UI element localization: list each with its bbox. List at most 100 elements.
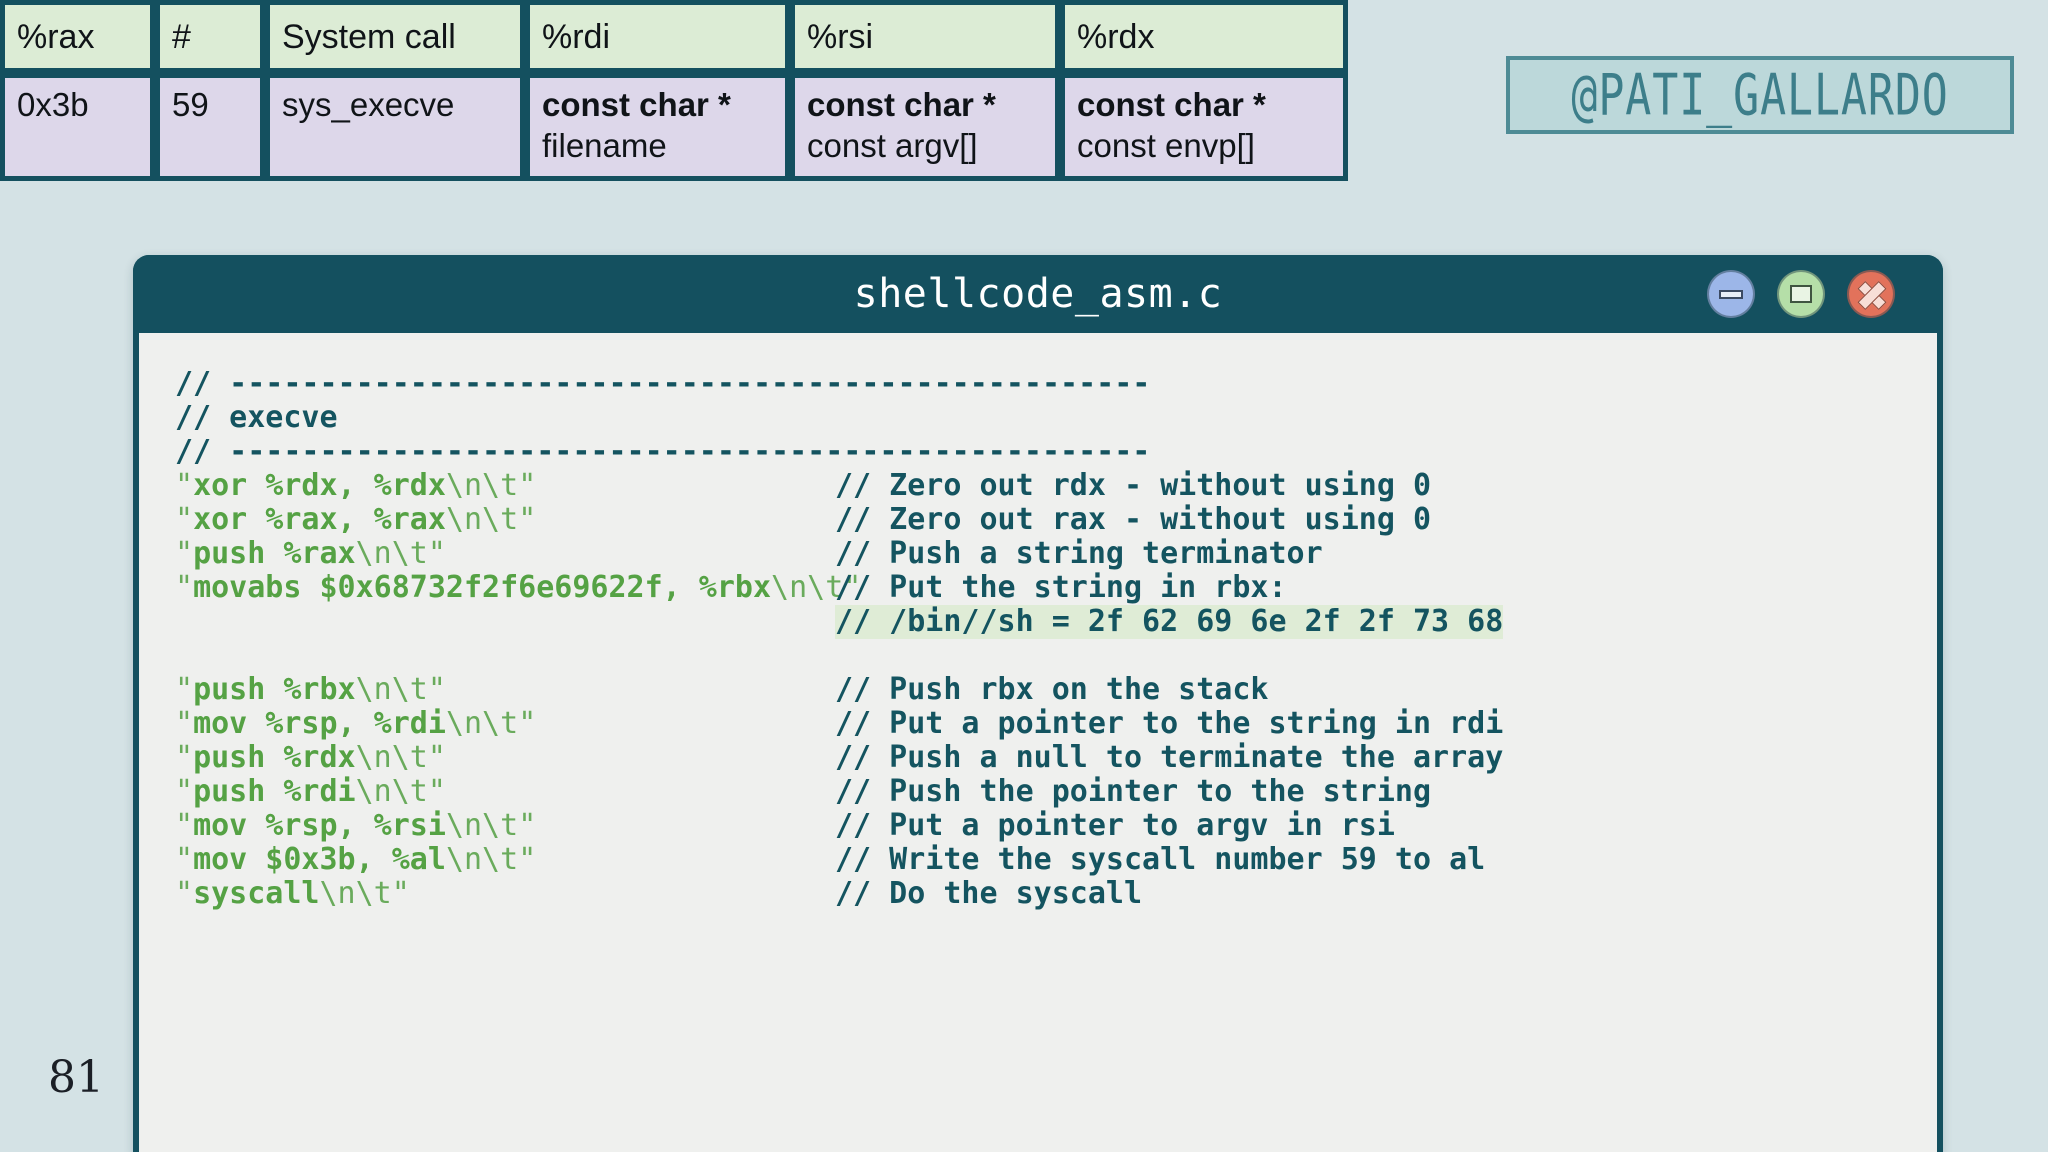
code-line [175, 639, 1937, 673]
string-quote-open: " [175, 536, 194, 571]
asm-instruction: syscall [193, 876, 320, 911]
column-header-rsi: %rsi [790, 0, 1060, 73]
code-window: shellcode_asm.c // ---------------------… [133, 255, 1943, 1152]
asm-code-cell [175, 639, 835, 673]
minimize-glyph [1719, 289, 1743, 299]
string-quote-open: " [175, 876, 194, 911]
cell-rdx-param: const char * const envp[] [1060, 73, 1348, 181]
string-quote-open: " [175, 842, 194, 877]
asm-comment-cell: // Zero out rdx - without using 0 [835, 468, 1432, 503]
table-header-row: %rax # System call %rdi %rsi %rdx [0, 0, 1348, 73]
cell-rdi-param: const char * filename [525, 73, 790, 181]
asm-comment-cell: // Push a null to terminate the array [835, 740, 1504, 775]
asm-comment-cell: // Push the pointer to the string [835, 774, 1432, 809]
asm-instruction: mov %rsp, %rdi [193, 706, 446, 741]
string-quote-open: " [175, 808, 194, 843]
asm-comment-cell: // Push a string terminator [835, 536, 1323, 571]
column-header-syscall: System call [265, 0, 525, 73]
asm-instruction: push %rbx [193, 672, 356, 707]
string-escape: \n\t [445, 706, 519, 741]
code-line: "push %rax\n\t"// Push a string terminat… [175, 537, 1937, 571]
string-quote-open: " [175, 774, 194, 809]
author-handle-text: @PATI_GALLARDO [1571, 61, 1949, 129]
asm-code-cell [175, 605, 835, 639]
maximize-icon[interactable] [1777, 270, 1825, 318]
string-escape: \n\t [771, 570, 844, 605]
column-header-rax: %rax [0, 0, 155, 73]
asm-code-cell: "push %rdi\n\t" [175, 775, 835, 809]
rdi-param-type: const char * [542, 86, 731, 123]
window-controls [1707, 270, 1895, 318]
asm-comment-cell: // Put the string in rbx: [835, 570, 1287, 605]
asm-comment-cell: // Write the syscall number 59 to al [835, 842, 1486, 877]
asm-code-cell: "movabs $0x68732f2f6e69622f, %rbx\n\t" [175, 570, 861, 605]
maximize-glyph [1790, 285, 1812, 303]
string-quote-close: " [843, 570, 862, 605]
string-quote-open: " [175, 502, 194, 537]
asm-comment-cell: // Do the syscall [835, 876, 1143, 911]
close-icon[interactable] [1847, 270, 1895, 318]
asm-comment-cell: // Push rbx on the stack [835, 672, 1269, 707]
code-line: "push %rdi\n\t"// Push the pointer to th… [175, 775, 1937, 809]
string-quote-close: " [427, 740, 446, 775]
asm-code-cell: "syscall\n\t" [175, 877, 835, 911]
asm-instruction: movabs $0x68732f2f6e69622f, %rbx [193, 570, 772, 605]
comment-rule-top: // -------------------------------------… [175, 366, 1151, 401]
comment-rule-bottom: // -------------------------------------… [175, 434, 1151, 469]
asm-code-cell: "mov $0x3b, %al\n\t" [175, 843, 835, 877]
asm-instruction: mov %rsp, %rsi [193, 808, 446, 843]
asm-comment-cell: // Zero out rax - without using 0 [835, 502, 1432, 537]
page-number: 81 [48, 1052, 104, 1103]
rsi-param-name: const argv[] [807, 126, 978, 164]
asm-instruction: mov $0x3b, %al [193, 842, 446, 877]
code-line-title: // execve [175, 401, 1937, 435]
string-quote-close: " [518, 502, 537, 537]
string-quote-close: " [427, 672, 446, 707]
window-titlebar[interactable]: shellcode_asm.c [133, 255, 1943, 333]
column-header-rdx: %rdx [1060, 0, 1348, 73]
column-header-rdi: %rdi [525, 0, 790, 73]
rdx-param-name: const envp[] [1077, 126, 1255, 164]
asm-instruction: xor %rax, %rax [193, 502, 446, 537]
string-quote-close: " [518, 808, 537, 843]
asm-code-cell: "xor %rdx, %rdx\n\t" [175, 469, 835, 503]
string-quote-close: " [427, 774, 446, 809]
asm-instruction: push %rdi [193, 774, 356, 809]
string-quote-close: " [518, 706, 537, 741]
asm-code-cell: "mov %rsp, %rsi\n\t" [175, 809, 835, 843]
code-line: // /bin//sh = 2f 62 69 6e 2f 2f 73 68 [175, 605, 1937, 639]
code-line: "push %rbx\n\t"// Push rbx on the stack [175, 673, 1937, 707]
code-editor-body[interactable]: // -------------------------------------… [139, 333, 1937, 1152]
asm-instruction: xor %rdx, %rdx [193, 468, 446, 503]
string-quote-open: " [175, 672, 194, 707]
asm-instruction: push %rdx [193, 740, 356, 775]
cell-syscall-name: sys_execve [265, 73, 525, 181]
asm-code-cell: "xor %rax, %rax\n\t" [175, 503, 835, 537]
code-line: "mov %rsp, %rdi\n\t"// Put a pointer to … [175, 707, 1937, 741]
asm-comment-cell: // /bin//sh = 2f 62 69 6e 2f 2f 73 68 [835, 604, 1504, 639]
string-escape: \n\t [355, 740, 428, 775]
cell-syscall-number: 59 [155, 73, 265, 181]
column-header-number: # [155, 0, 265, 73]
string-escape: \n\t [445, 808, 519, 843]
string-quote-close: " [391, 876, 410, 911]
string-quote-open: " [175, 740, 194, 775]
asm-comment-cell: // Put a pointer to the string in rdi [835, 706, 1504, 741]
close-glyph [1858, 281, 1884, 307]
asm-code-cell: "push %rdx\n\t" [175, 741, 835, 775]
string-quote-close: " [427, 536, 446, 571]
string-escape: \n\t [355, 774, 428, 809]
minimize-icon[interactable] [1707, 270, 1755, 318]
asm-code-cell: "mov %rsp, %rdi\n\t" [175, 707, 835, 741]
code-line: "xor %rax, %rax\n\t"// Zero out rax - wi… [175, 503, 1937, 537]
asm-instruction: push %rax [193, 536, 356, 571]
table-row: 0x3b 59 sys_execve const char * filename… [0, 73, 1348, 181]
window-title: shellcode_asm.c [853, 271, 1223, 317]
string-escape: \n\t [445, 842, 519, 877]
string-escape: \n\t [445, 468, 519, 503]
string-escape: \n\t [319, 876, 392, 911]
string-escape: \n\t [445, 502, 519, 537]
cell-rsi-param: const char * const argv[] [790, 73, 1060, 181]
code-line-list: // -------------------------------------… [139, 367, 1937, 911]
code-line-rule-top: // -------------------------------------… [175, 367, 1937, 401]
